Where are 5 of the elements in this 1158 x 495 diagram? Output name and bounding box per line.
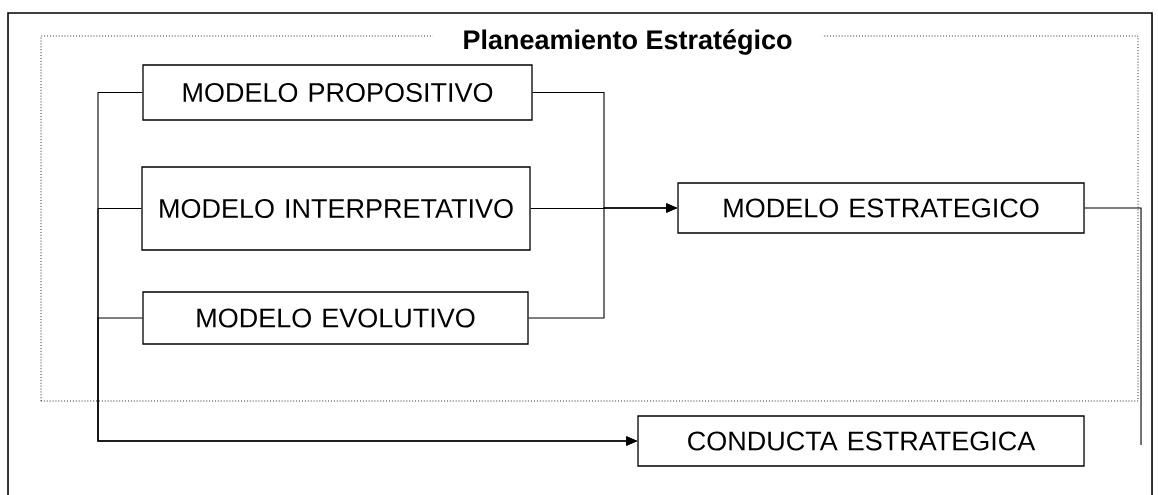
- process-box: MODELO PROPOSITIVO: [142, 64, 533, 121]
- process-box: MODELO ESTRATEGICO: [677, 182, 1085, 234]
- process-box: MODELO INTERPRETATIVO: [141, 166, 531, 251]
- process-box: MODELO EVOLUTIVO: [142, 291, 529, 345]
- process-box: CONDUCTA ESTRATEGICA: [637, 415, 1085, 467]
